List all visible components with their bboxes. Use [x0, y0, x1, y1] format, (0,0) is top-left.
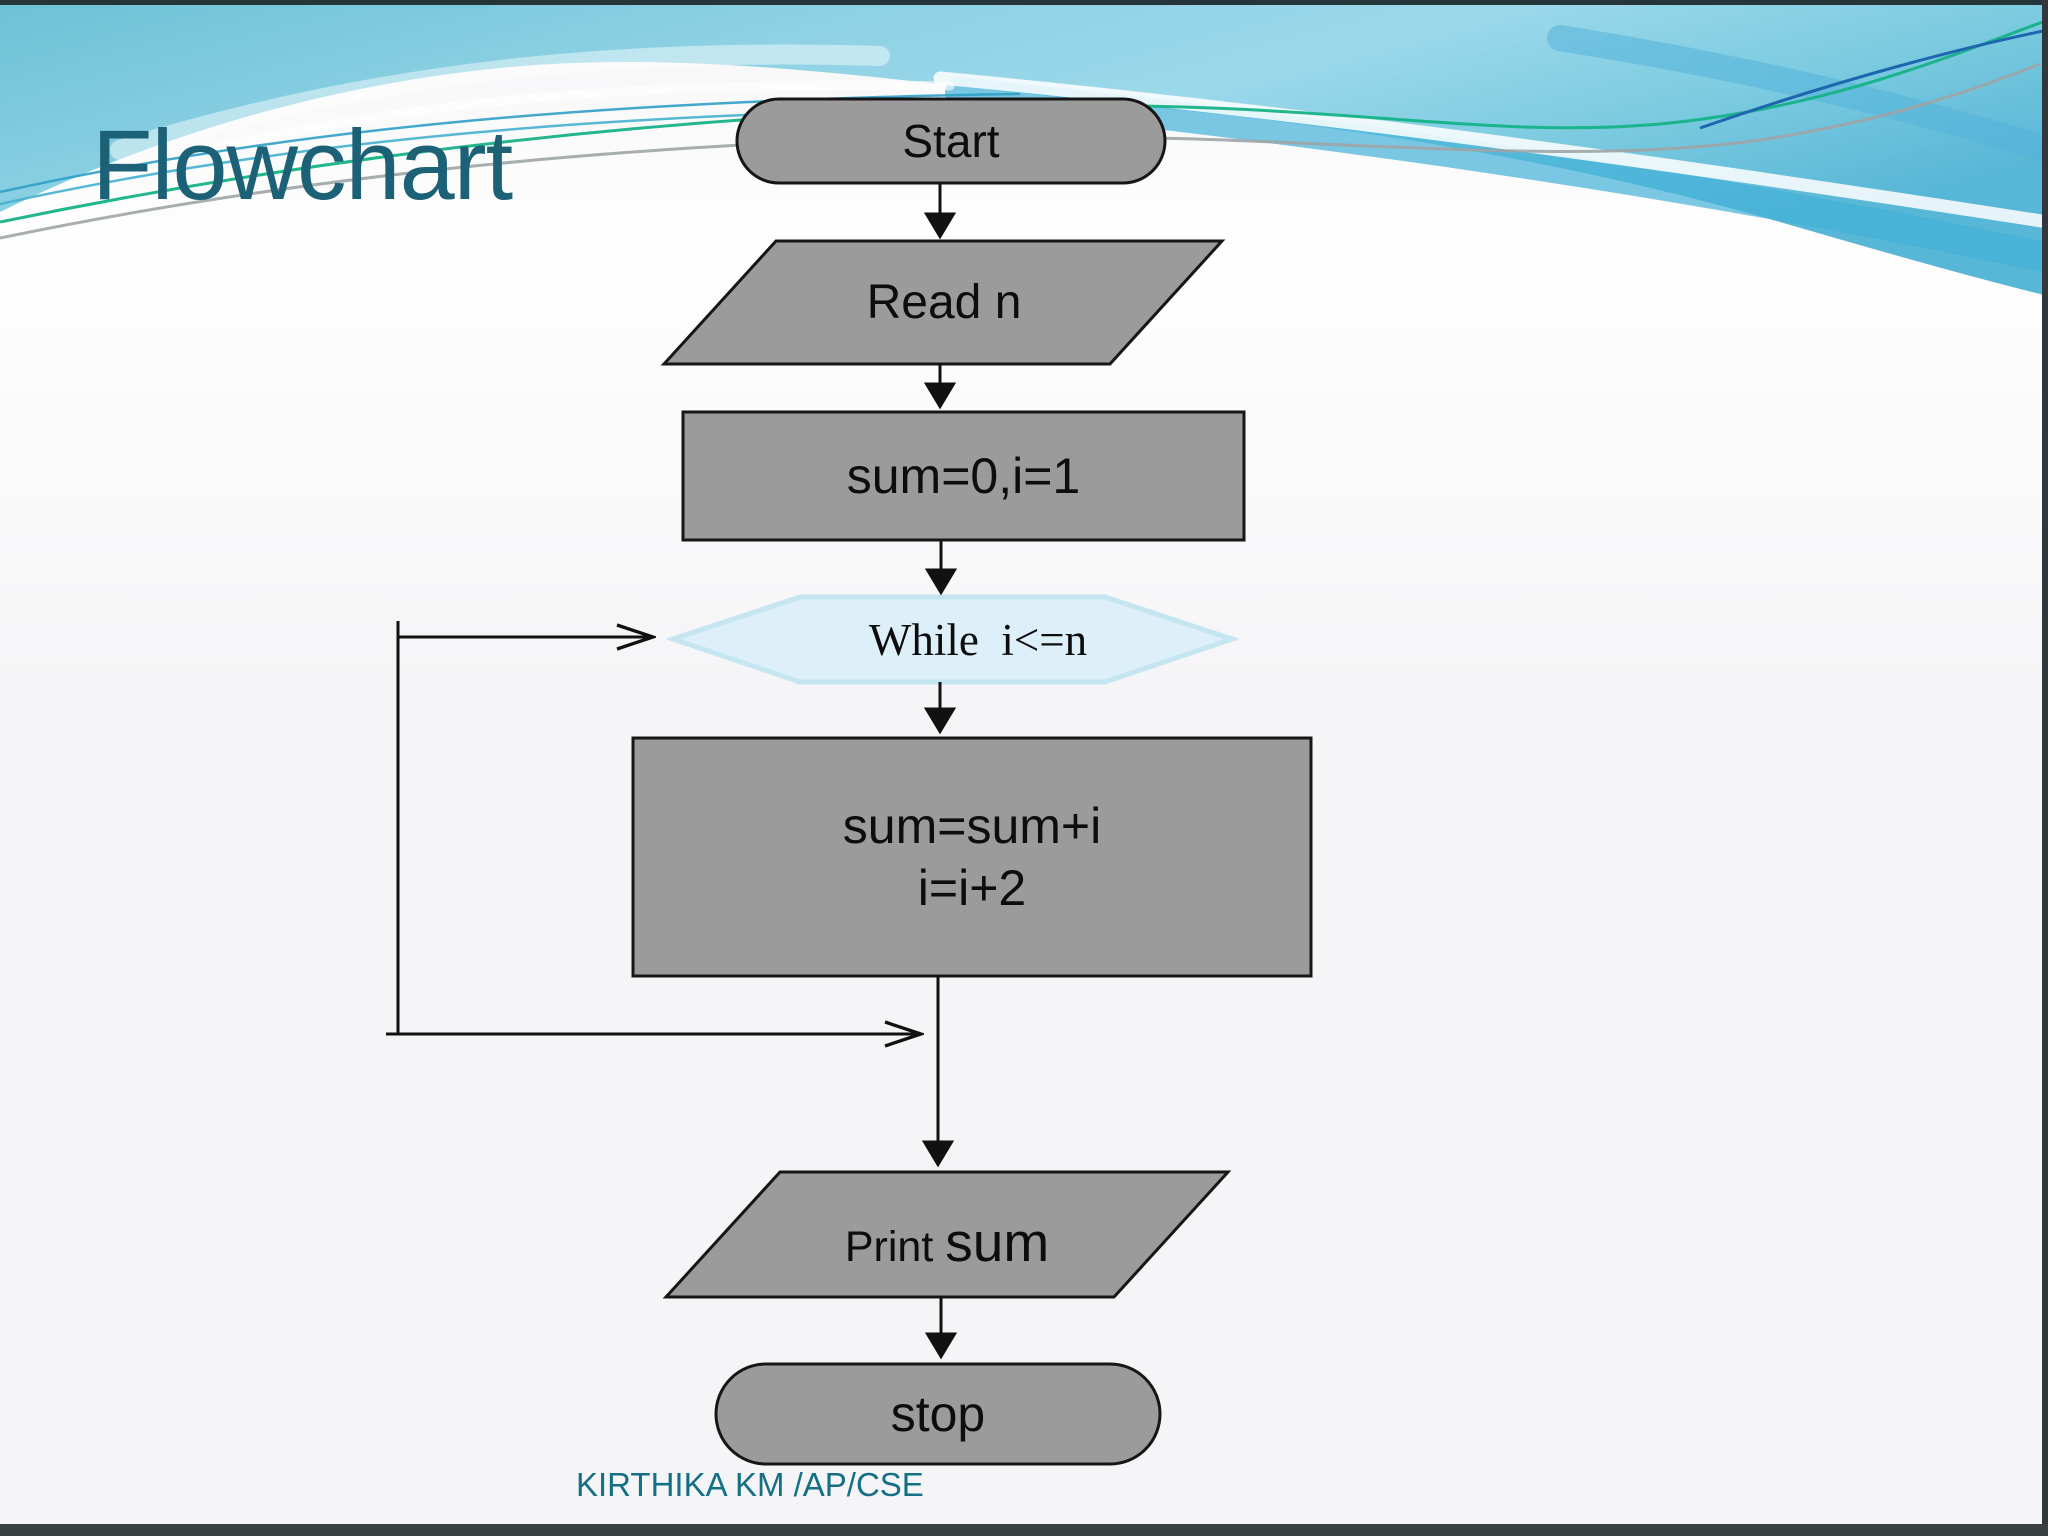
- wave-header: [0, 0, 2048, 296]
- init-process-shape: [681, 410, 1246, 542]
- accent-line-gray: [0, 62, 2041, 240]
- print-label-large: sum: [945, 1211, 1050, 1273]
- print-io-shape: [662, 1170, 1232, 1299]
- flowchart-connectors: [386, 183, 958, 1360]
- slide-border-right: [2042, 0, 2048, 1536]
- read-io-shape: [660, 239, 1226, 366]
- body-process-shape: [631, 736, 1313, 978]
- body-label-line2: i=i+2: [917, 860, 1027, 916]
- stop-terminator-shape: [714, 1362, 1162, 1466]
- start-terminator-shape: [735, 97, 1167, 185]
- body-label-line1: sum=sum+i: [842, 798, 1102, 854]
- while-condition-label: While i<=n: [868, 614, 1088, 665]
- accent-line-green: [0, 18, 2048, 224]
- read-label: Read n: [866, 276, 1022, 329]
- body-label: sum=sum+i i=i+2: [633, 738, 1311, 976]
- while-decision-shape: [665, 594, 1240, 685]
- footer-credit: KIRTHIKA KM /AP/CSE: [576, 1466, 924, 1503]
- stop-label: stop: [890, 1386, 986, 1442]
- wave-topright-band: [1547, 25, 2048, 163]
- slide-border-bottom: [0, 1524, 2048, 1536]
- slide-border-top: [0, 0, 2048, 5]
- flowchart: [631, 97, 1313, 1466]
- slide-title: Flowchart: [92, 109, 513, 220]
- wave-white-streak-left: [110, 44, 890, 160]
- accent-line-navy: [1699, 28, 2048, 130]
- print-label-small: Print: [844, 1223, 946, 1271]
- wave-white-streak-right: [933, 71, 2048, 229]
- print-label: Print sum: [666, 1172, 1228, 1297]
- start-label: Start: [902, 115, 1000, 167]
- init-label: sum=0,i=1: [846, 448, 1081, 504]
